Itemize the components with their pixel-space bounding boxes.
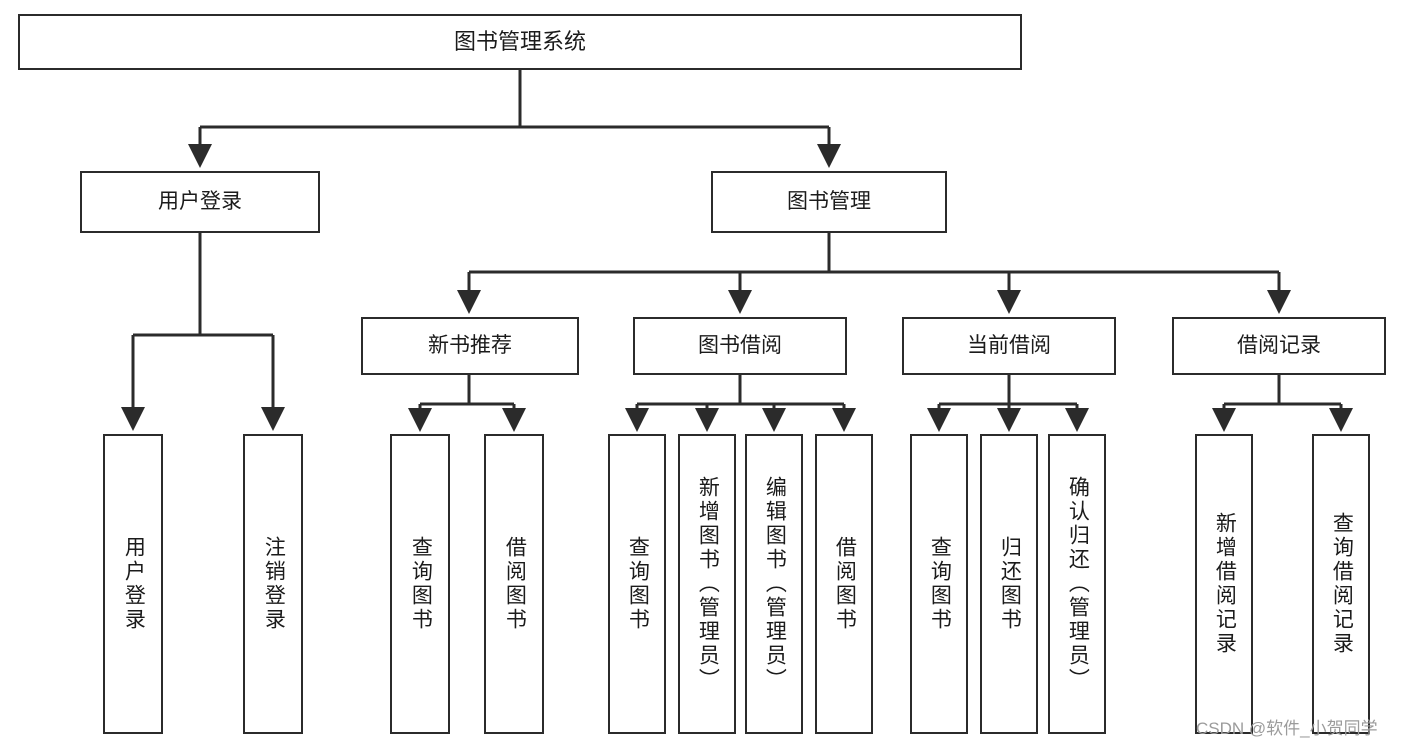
node-leaf-borrow-book-2-label: 借阅图书 — [833, 536, 857, 632]
node-user-login[interactable]: 用户登录 — [80, 171, 320, 233]
node-leaf-borrow-book-1-label: 借阅图书 — [503, 536, 527, 632]
node-leaf-add-book[interactable]: 新增图书（管理员） — [678, 434, 736, 734]
node-book-manage-label: 图书管理 — [787, 189, 871, 213]
node-leaf-user-login-label: 用户登录 — [122, 536, 146, 632]
watermark: CSDN @软件_小贺同学 — [1196, 719, 1378, 738]
node-leaf-confirm-return[interactable]: 确认归还（管理员） — [1048, 434, 1106, 734]
node-leaf-query-book-3-label: 查询图书 — [928, 536, 952, 632]
node-root[interactable]: 图书管理系统 — [18, 14, 1022, 70]
node-leaf-edit-book[interactable]: 编辑图书（管理员） — [745, 434, 803, 734]
node-leaf-user-login[interactable]: 用户登录 — [103, 434, 163, 734]
node-leaf-query-book-1-label: 查询图书 — [409, 536, 433, 632]
node-leaf-add-book-label: 新增图书（管理员） — [696, 476, 720, 692]
node-leaf-user-logout-label: 注销登录 — [262, 536, 286, 632]
node-leaf-edit-book-label: 编辑图书（管理员） — [763, 476, 787, 692]
node-leaf-return-book-label: 归还图书 — [998, 536, 1022, 632]
node-new-book-rec-label: 新书推荐 — [428, 333, 512, 357]
node-new-book-rec[interactable]: 新书推荐 — [361, 317, 579, 375]
node-current-borrow[interactable]: 当前借阅 — [902, 317, 1116, 375]
node-leaf-user-logout[interactable]: 注销登录 — [243, 434, 303, 734]
node-leaf-query-record-label: 查询借阅记录 — [1330, 512, 1354, 656]
node-leaf-add-record[interactable]: 新增借阅记录 — [1195, 434, 1253, 734]
node-borrow-record[interactable]: 借阅记录 — [1172, 317, 1386, 375]
node-leaf-confirm-return-label: 确认归还（管理员） — [1066, 476, 1090, 692]
node-borrow-record-label: 借阅记录 — [1237, 333, 1321, 357]
node-leaf-return-book[interactable]: 归还图书 — [980, 434, 1038, 734]
node-root-label: 图书管理系统 — [453, 29, 586, 55]
node-leaf-borrow-book-1[interactable]: 借阅图书 — [484, 434, 544, 734]
node-leaf-query-book-2-label: 查询图书 — [626, 536, 650, 632]
node-user-login-label: 用户登录 — [158, 189, 242, 213]
node-leaf-query-book-1[interactable]: 查询图书 — [390, 434, 450, 734]
node-leaf-query-record[interactable]: 查询借阅记录 — [1312, 434, 1370, 734]
node-leaf-borrow-book-2[interactable]: 借阅图书 — [815, 434, 873, 734]
node-book-borrow[interactable]: 图书借阅 — [633, 317, 847, 375]
node-current-borrow-label: 当前借阅 — [967, 333, 1051, 357]
node-leaf-add-record-label: 新增借阅记录 — [1213, 512, 1237, 656]
node-book-borrow-label: 图书借阅 — [698, 333, 782, 357]
node-book-manage[interactable]: 图书管理 — [711, 171, 947, 233]
node-leaf-query-book-3[interactable]: 查询图书 — [910, 434, 968, 734]
node-leaf-query-book-2[interactable]: 查询图书 — [608, 434, 666, 734]
